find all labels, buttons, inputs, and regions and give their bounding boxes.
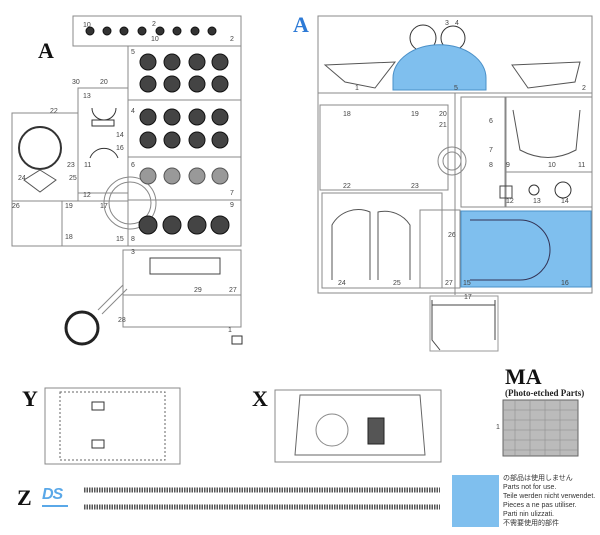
part-15-outline xyxy=(470,219,551,281)
sprue-x-letter: X xyxy=(252,386,268,411)
part-number: 26 xyxy=(448,232,456,239)
part-number: 24 xyxy=(18,175,26,182)
part-number: 17 xyxy=(100,203,108,210)
part-number: 15 xyxy=(116,236,124,243)
legend-line-fr: Pieces a ne pas utiliser. xyxy=(503,502,577,509)
part-number: 22 xyxy=(343,183,351,190)
part-number: 20 xyxy=(439,111,447,118)
part-number: 20 xyxy=(100,79,108,86)
legend-line-zh: 不需要使用的部件 xyxy=(503,520,559,527)
part-number: 5 xyxy=(454,85,458,92)
part-number: 3 xyxy=(445,20,449,27)
part-number: 2 xyxy=(152,21,156,28)
photo-etched-part-number: 1 xyxy=(496,424,500,431)
part-number: 9 xyxy=(506,162,510,169)
part-number: 10 xyxy=(83,22,91,29)
part-number: 12 xyxy=(83,192,91,199)
photo-etched-letter: MA xyxy=(505,364,542,389)
part-number: 27 xyxy=(445,280,453,287)
part-number: 13 xyxy=(83,93,91,100)
part-number: 7 xyxy=(230,190,234,197)
part-number: 14 xyxy=(561,198,569,205)
part-number: 19 xyxy=(411,111,419,118)
part-number: 14 xyxy=(116,132,124,139)
sprue-z-letter: Z xyxy=(17,485,32,510)
legend-line-de: Teile werden nicht verwendet. xyxy=(503,493,596,500)
part-number: 27 xyxy=(229,287,237,294)
part-number: 12 xyxy=(506,198,514,205)
part-number: 4 xyxy=(455,20,459,27)
part-number: 2 xyxy=(582,85,586,92)
part-number: 26 xyxy=(12,203,20,210)
photo-etched-grid xyxy=(503,400,578,456)
part-number: 18 xyxy=(65,234,73,241)
part-number: 2 xyxy=(230,36,234,43)
part-number: 6 xyxy=(131,162,135,169)
wheels xyxy=(85,26,230,235)
legend-line-ja: の部品は使用しません xyxy=(503,475,573,482)
part-number: 16 xyxy=(116,145,124,152)
part-number: 21 xyxy=(439,122,447,129)
part-number: 3 xyxy=(131,249,135,256)
part-number: 10 xyxy=(151,36,159,43)
part-number: 13 xyxy=(533,198,541,205)
part-number: 22 xyxy=(50,108,58,115)
part-number: 28 xyxy=(118,317,126,324)
part-number: 23 xyxy=(67,162,75,169)
part-number: 6 xyxy=(489,118,493,125)
part-number: 25 xyxy=(393,280,401,287)
part-number: 19 xyxy=(65,203,73,210)
part-number: 5 xyxy=(131,49,135,56)
part-number: 18 xyxy=(343,111,351,118)
legend-line-en: Parts not for use. xyxy=(503,484,557,491)
part-number: 8 xyxy=(489,162,493,169)
photo-etched-subtitle: (Photo-etched Parts) xyxy=(505,388,585,398)
part-number: 4 xyxy=(131,108,135,115)
not-used-part-5 xyxy=(392,44,487,91)
part-number: 16 xyxy=(561,280,569,287)
ds-logo: DS xyxy=(42,487,68,507)
not-used-parts-15-16 xyxy=(460,210,592,288)
sprue-a-left-letter: A xyxy=(38,38,54,63)
part-number: 23 xyxy=(411,183,419,190)
part-number: 1 xyxy=(228,327,232,334)
sprue-x xyxy=(274,389,442,463)
part-number: 29 xyxy=(194,287,202,294)
part-number: 30 xyxy=(72,79,80,86)
part-number: 15 xyxy=(463,280,471,287)
part-number: 17 xyxy=(464,294,472,301)
part-number: 11 xyxy=(578,162,586,169)
photo-etched-fret xyxy=(502,399,579,457)
sprue-a-right-letter: A xyxy=(293,12,309,37)
part-number: 8 xyxy=(131,236,135,243)
sprue-y xyxy=(44,387,181,465)
part-number: 7 xyxy=(489,147,493,154)
legend-line-it: Parti nin ulizzati. xyxy=(503,511,554,518)
part-number: 24 xyxy=(338,280,346,287)
sprue-a-right-frame xyxy=(317,15,593,352)
part-number: 10 xyxy=(548,162,556,169)
part-number: 1 xyxy=(355,85,359,92)
part-number: 11 xyxy=(84,162,92,169)
sprue-y-letter: Y xyxy=(22,386,38,411)
legend-swatch xyxy=(452,475,499,527)
part-number: 25 xyxy=(69,175,77,182)
sprue-a-left-frame xyxy=(11,15,243,346)
part-number: 9 xyxy=(230,202,234,209)
